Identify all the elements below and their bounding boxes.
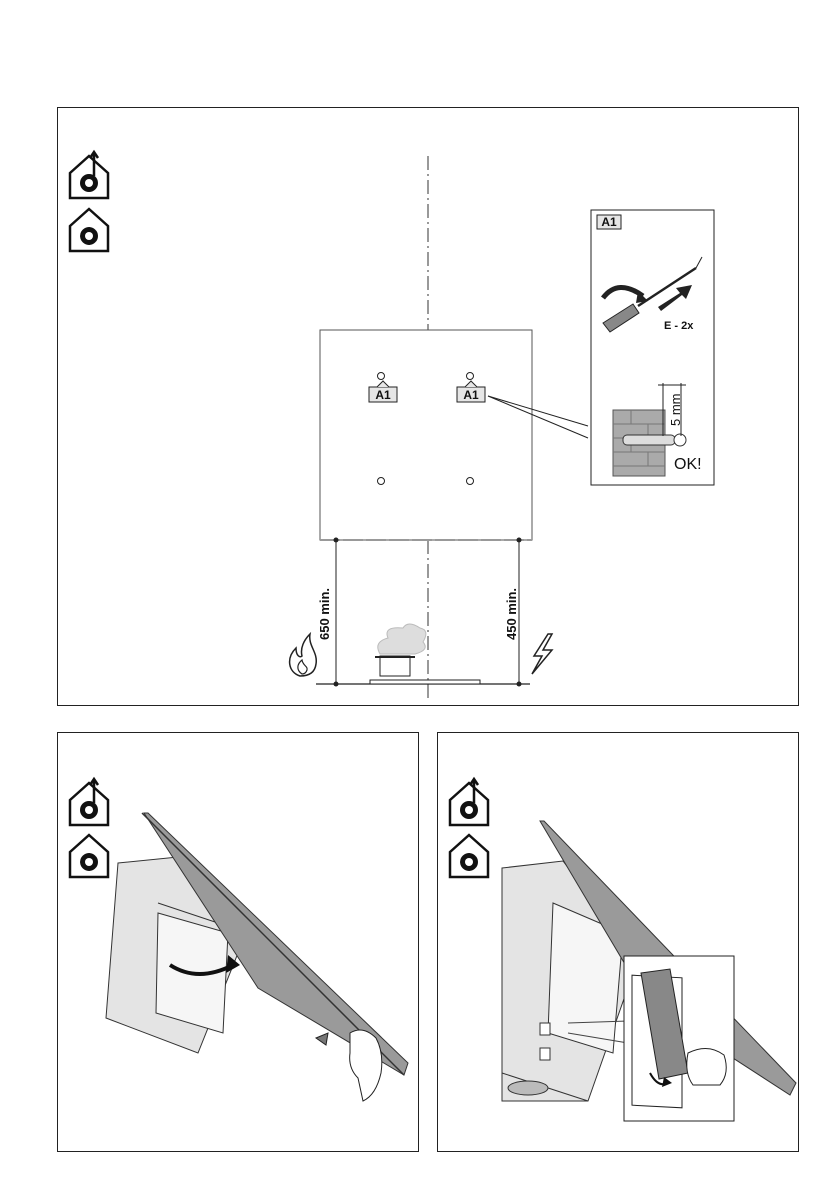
ok-label: OK! <box>674 456 702 473</box>
panel-remove-filter <box>437 732 799 1152</box>
gas-flame-icon <box>290 634 317 676</box>
wall-mounting-diagram: A1 A1 A1 E - 2x <box>58 108 800 707</box>
dimension-right: 450 min. <box>504 588 519 640</box>
panel-wall-mounting: A1 A1 A1 E - 2x <box>57 107 799 706</box>
recirculation-icon <box>70 209 108 251</box>
ducted-extraction-icon <box>70 779 108 825</box>
gap-value: 5 mm <box>668 394 683 427</box>
ducted-extraction-icon <box>450 779 488 825</box>
hand-icon <box>350 1030 382 1101</box>
remove-filter-diagram <box>438 733 800 1153</box>
panel-open-glass <box>57 732 419 1152</box>
detail-tag: A1 <box>601 215 617 229</box>
screw-detail-box: A1 E - 2x 5 mm OK! <box>591 210 714 485</box>
mount-tag-right: A1 <box>463 388 479 402</box>
instruction-text: E - 2x <box>664 320 694 332</box>
hand-icon <box>687 1048 726 1085</box>
electric-hob-icon <box>532 634 552 674</box>
open-glass-diagram <box>58 733 420 1153</box>
ducted-extraction-icon <box>70 152 108 198</box>
dimension-left: 650 min. <box>317 588 332 640</box>
mount-tag-left: A1 <box>375 388 391 402</box>
filter-detail-box <box>624 956 734 1121</box>
recirculation-icon <box>450 835 488 877</box>
recirculation-icon <box>70 835 108 877</box>
pot-icon <box>375 624 426 676</box>
